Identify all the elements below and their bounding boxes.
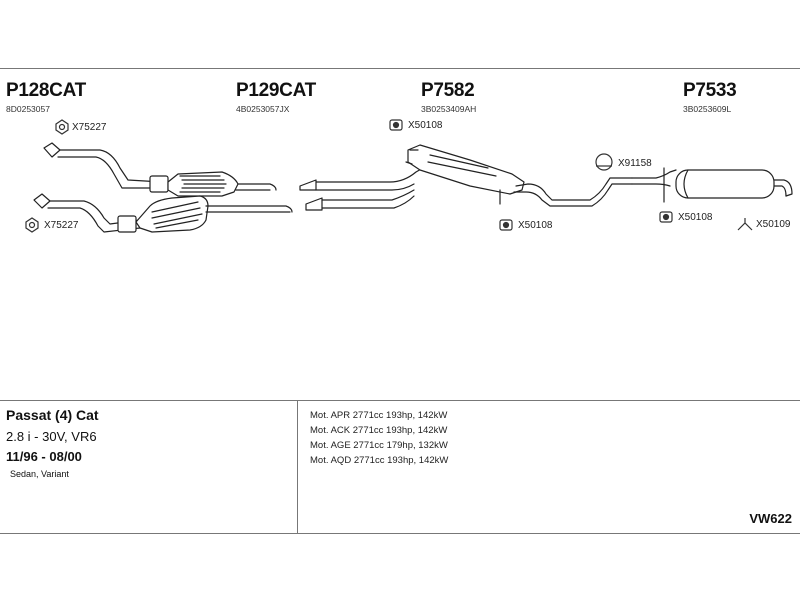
hardware-label-clamp: X91158 (618, 158, 652, 169)
hardware-label-mount-middle-top: X50108 (408, 120, 443, 131)
motor-list-item: Mot. AGE 2771cc 179hp, 132kW (310, 440, 448, 451)
hardware-label-mount-middle-bottom: X50108 (518, 220, 553, 231)
hardware-label-gasket-lower: X75227 (44, 220, 79, 231)
part-code-p7582: P7582 (421, 80, 475, 101)
gasket-icon (55, 119, 69, 135)
bracket-icon (737, 218, 753, 231)
motor-list-item: Mot. AQD 2771cc 193hp, 142kW (310, 455, 449, 466)
vehicle-body-types: Sedan, Variant (10, 469, 69, 479)
part-code-p129cat: P129CAT (236, 80, 316, 101)
clamp-icon (595, 153, 613, 171)
rubber-mount-icon (659, 211, 673, 223)
rubber-mount-icon (499, 219, 513, 231)
motor-list-item: Mot. APR 2771cc 193hp, 142kW (310, 410, 448, 421)
rubber-mount-icon (389, 119, 403, 131)
front-pipe-upper-catalyst (43, 142, 277, 197)
vehicle-years: 11/96 - 08/00 (6, 449, 82, 464)
motor-info-panel: Mot. APR 2771cc 193hp, 142kW Mot. ACK 27… (297, 400, 800, 534)
part-code-p128cat: P128CAT (6, 80, 86, 101)
gasket-icon (25, 217, 39, 233)
part-code-p7533: P7533 (683, 80, 737, 101)
hardware-label-mount-rear: X50108 (678, 212, 713, 223)
part-number-p129cat: 4B0253057JX (236, 104, 290, 114)
diagram-frame (0, 68, 800, 534)
exhaust-diagram (25, 119, 793, 233)
motor-list: Mot. APR 2771cc 193hp, 142kW Mot. ACK 27… (310, 408, 448, 468)
front-pipe-lower-catalyst (33, 193, 293, 233)
hardware-label-bracket: X50109 (756, 219, 791, 230)
rear-silencer (631, 167, 793, 203)
motor-list-item: Mot. ACK 2771cc 193hp, 142kW (310, 425, 448, 436)
part-number-p7533: 3B0253609L (683, 104, 732, 114)
part-number-p128cat: 8D0253057 (6, 104, 50, 114)
reference-code: VW622 (749, 511, 792, 526)
hardware-label-gasket-upper: X75227 (72, 122, 107, 133)
middle-silencer (299, 144, 633, 211)
vehicle-engine: 2.8 i - 30V, VR6 (6, 429, 97, 444)
vehicle-info-panel: Passat (4) Cat 2.8 i - 30V, VR6 11/96 - … (0, 400, 297, 534)
vehicle-model: Passat (4) Cat (6, 407, 99, 423)
part-number-p7582: 3B0253409AH (421, 104, 477, 114)
